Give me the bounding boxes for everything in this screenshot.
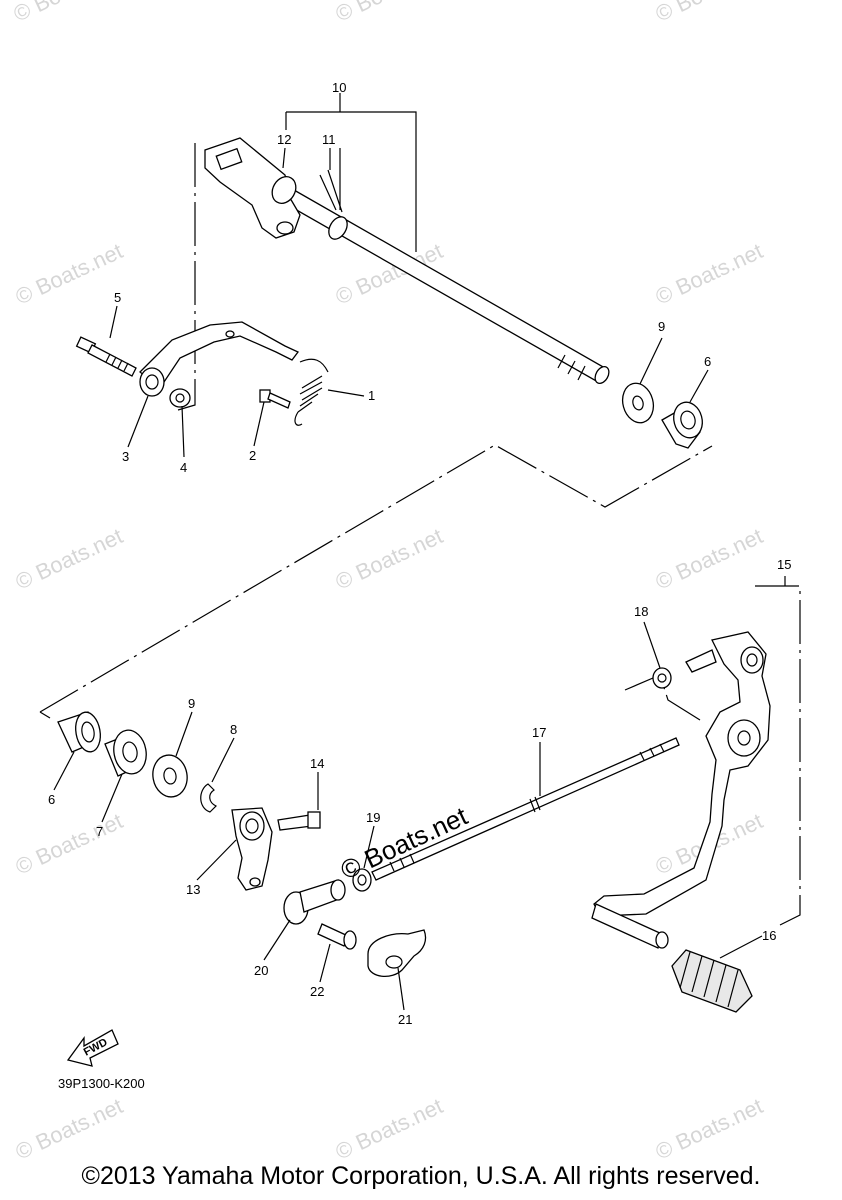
callout-22: 22 (310, 984, 324, 999)
shift-rod (371, 737, 680, 881)
assembly-boundary-lines (39, 143, 801, 926)
watermark: © Boats.net (332, 1093, 447, 1164)
callout-labels: 10 12 11 5 1 2 3 4 9 6 15 18 17 9 8 14 6… (48, 80, 791, 1027)
copyright-notice: ©2013 Yamaha Motor Corporation, U.S.A. A… (81, 1162, 761, 1190)
fwd-arrow-icon: FWD (66, 1029, 119, 1067)
callout-9-upper: 9 (658, 319, 665, 334)
callout-4: 4 (180, 460, 187, 475)
callout-19: 19 (366, 810, 380, 825)
watermark: © Boats.net (10, 0, 125, 27)
callout-16: 16 (762, 928, 776, 943)
diagram-code: 39P1300-K200 (58, 1076, 145, 1091)
watermark: © Boats.net (12, 238, 127, 309)
watermark: © Boats.net (332, 0, 447, 27)
callout-5: 5 (114, 290, 121, 305)
callout-6-lower: 6 (48, 792, 55, 807)
watermark-grid: © Boats.net © Boats.net © Boats.net © Bo… (10, 0, 767, 1165)
watermark: © Boats.net (12, 1093, 127, 1164)
watermark: © Boats.net (652, 523, 767, 594)
callout-9-lower: 9 (188, 696, 195, 711)
callout-3: 3 (122, 449, 129, 464)
shift-arm-assembly (75, 321, 329, 426)
watermark: © Boats.net (332, 523, 447, 594)
callout-14: 14 (310, 756, 324, 771)
callout-20: 20 (254, 963, 268, 978)
shift-lever-joint-assembly (231, 807, 427, 977)
watermark: © Boats.net (652, 238, 767, 309)
leader-lines (53, 93, 786, 1011)
lower-left-bearings (57, 711, 218, 813)
callout-1: 1 (368, 388, 375, 403)
callout-21: 21 (398, 1012, 412, 1027)
callout-15: 15 (777, 557, 791, 572)
watermark: © Boats.net (12, 808, 127, 879)
shift-pedal-assembly (591, 631, 771, 1013)
callout-11: 11 (322, 132, 336, 147)
callout-18: 18 (634, 604, 648, 619)
shift-shaft-assembly (204, 137, 610, 385)
callout-17: 17 (532, 725, 546, 740)
watermark: © Boats.net (12, 523, 127, 594)
upper-washer-collar (621, 382, 703, 449)
callout-10: 10 (332, 80, 346, 95)
callout-13: 13 (186, 882, 200, 897)
callout-12: 12 (277, 132, 291, 147)
callout-6-upper: 6 (704, 354, 711, 369)
callout-7: 7 (96, 824, 103, 839)
callout-2: 2 (249, 448, 256, 463)
callout-8: 8 (230, 722, 237, 737)
watermark: © Boats.net (652, 1093, 767, 1164)
watermark: © Boats.net (652, 0, 767, 27)
